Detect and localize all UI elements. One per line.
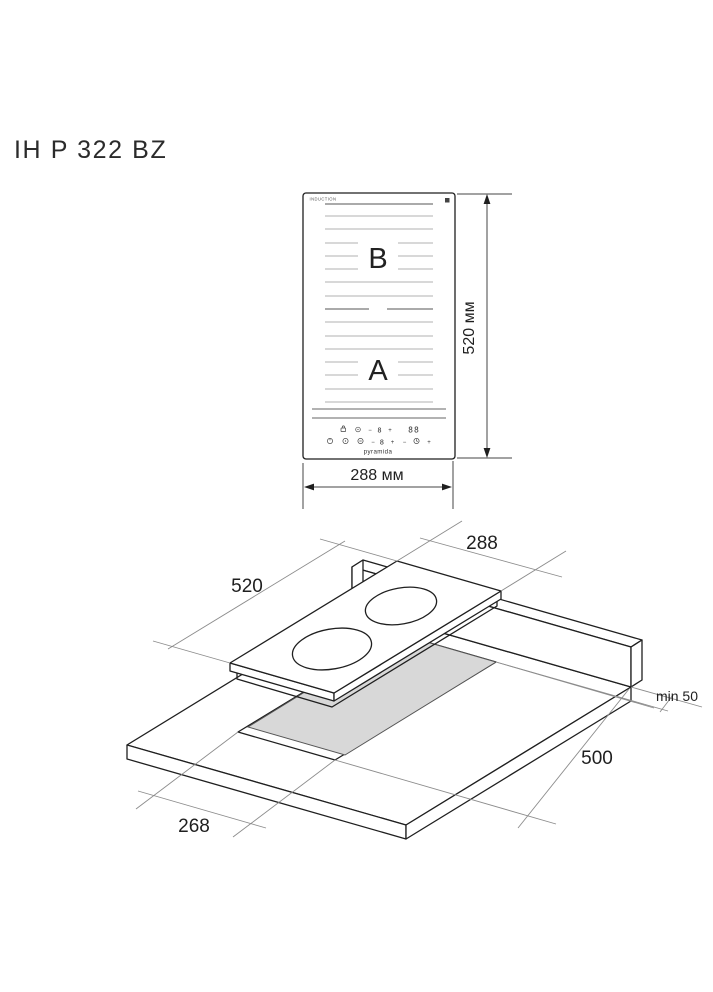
zone-a-patch <box>358 350 398 386</box>
hob-outline <box>302 192 456 460</box>
timer-minus-key: − <box>403 440 407 446</box>
top-view-diagram: INDUCTION <box>302 192 512 509</box>
plus-key-2: + <box>391 440 395 446</box>
timer-icon <box>355 426 361 433</box>
cutout-width-dimension: 268 <box>135 731 336 838</box>
plus-key: + <box>388 428 392 434</box>
zone-select-2-icon <box>357 438 364 444</box>
height-dimension: 520 мм <box>457 193 512 459</box>
burner-front-ellipse <box>291 627 373 671</box>
height-dim-label: 520 мм <box>461 301 478 354</box>
width-dim-label: 288 мм <box>350 467 403 484</box>
burner-back-ellipse <box>364 586 438 626</box>
wall-clearance-label: min 50 <box>656 688 698 704</box>
zone-a-label: A <box>368 355 388 387</box>
power-display: 8 <box>377 426 381 434</box>
power-display-2: 8 <box>380 438 384 446</box>
zone-b-label: B <box>368 243 387 275</box>
lock-icon <box>340 425 346 432</box>
hob-width-dimension: 288 <box>396 520 567 592</box>
width-dimension: 288 мм <box>302 461 454 509</box>
cutout-depth-dimension: 500 <box>334 661 655 829</box>
product-title: IH P 322 BZ <box>14 136 168 164</box>
timer-plus-key: + <box>427 440 431 446</box>
cutout-width-label: 268 <box>178 816 210 837</box>
power-icon <box>327 438 333 444</box>
zone-select-1-icon <box>342 438 349 444</box>
clock-icon <box>413 438 420 444</box>
control-panel: − 8 + 88 − 8 + <box>312 408 446 456</box>
cutout-depth-label: 500 <box>581 748 613 769</box>
brand-mark-icon <box>445 198 450 203</box>
hob-depth-dimension: 520 <box>152 538 398 664</box>
wall-clearance-dimension: min 50 <box>495 661 703 713</box>
zone-b-patch <box>358 238 398 274</box>
installation-diagram: 520 288 268 500 <box>126 520 703 840</box>
timer-display: 88 <box>408 426 420 435</box>
hob-depth-label: 520 <box>231 576 263 597</box>
induction-label: INDUCTION <box>310 197 337 202</box>
minus-key-2: − <box>371 440 375 446</box>
brand-logo: pyramida <box>364 449 393 456</box>
hob-width-label: 288 <box>466 533 498 554</box>
minus-key: − <box>368 428 372 434</box>
hob-body <box>229 560 502 708</box>
